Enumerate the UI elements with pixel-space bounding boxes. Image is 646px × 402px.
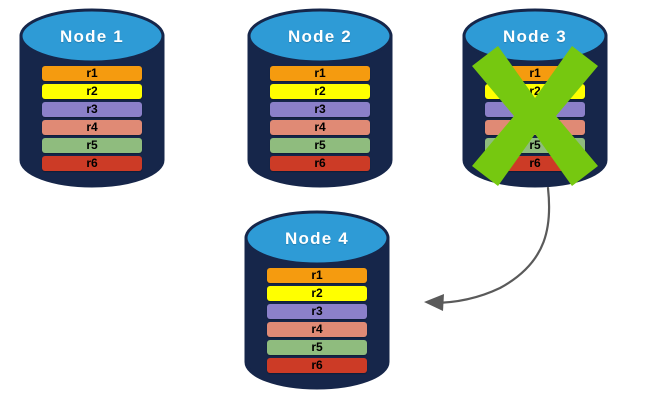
record-bar[interactable]: r2 <box>267 286 367 301</box>
record-bar[interactable]: r6 <box>485 156 585 171</box>
record-bar[interactable]: r4 <box>42 120 142 135</box>
node-4-record-list: r1 r2 r3 r4 r5 r6 <box>243 268 391 373</box>
node-2-record-list: r1 r2 r3 r4 r5 r6 <box>246 66 394 171</box>
record-bar[interactable]: r2 <box>42 84 142 99</box>
record-bar[interactable]: r3 <box>267 304 367 319</box>
record-bar[interactable]: r4 <box>485 120 585 135</box>
record-bar[interactable]: r5 <box>270 138 370 153</box>
record-bar[interactable]: r2 <box>270 84 370 99</box>
record-bar[interactable]: r1 <box>267 268 367 283</box>
record-bar[interactable]: r2 <box>485 84 585 99</box>
node-3-record-list: r1 r2 r3 r4 r5 r6 <box>461 66 609 171</box>
record-bar[interactable]: r3 <box>485 102 585 117</box>
record-bar[interactable]: r4 <box>267 322 367 337</box>
record-bar[interactable]: r3 <box>270 102 370 117</box>
node-1-record-list: r1 r2 r3 r4 r5 r6 <box>18 66 166 171</box>
record-bar[interactable]: r6 <box>267 358 367 373</box>
record-bar[interactable]: r5 <box>267 340 367 355</box>
record-bar[interactable]: r6 <box>270 156 370 171</box>
record-bar[interactable]: r4 <box>270 120 370 135</box>
record-bar[interactable]: r1 <box>42 66 142 81</box>
record-bar[interactable]: r5 <box>42 138 142 153</box>
record-bar[interactable]: r1 <box>485 66 585 81</box>
record-bar[interactable]: r5 <box>485 138 585 153</box>
record-bar[interactable]: r1 <box>270 66 370 81</box>
record-bar[interactable]: r6 <box>42 156 142 171</box>
record-bar[interactable]: r3 <box>42 102 142 117</box>
